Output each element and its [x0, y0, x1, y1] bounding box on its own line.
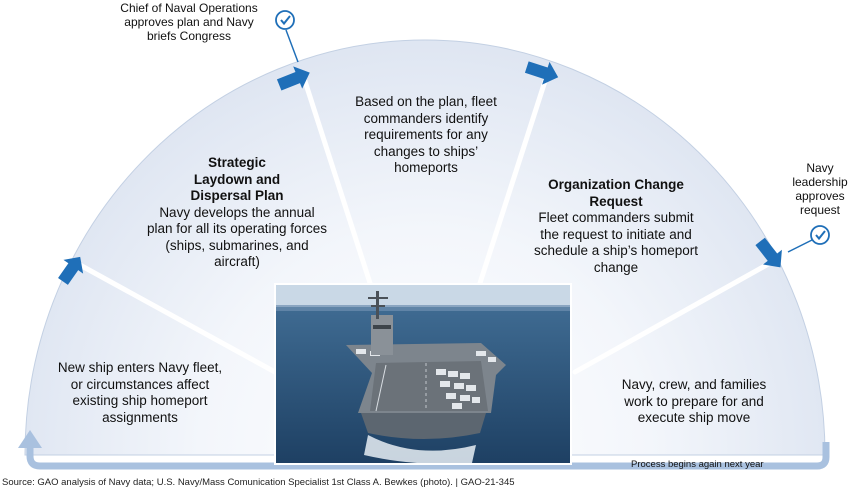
check-circle-icon — [810, 225, 830, 245]
strategic-laydown-title: Strategic Laydown and Dispersal Plan — [190, 155, 284, 203]
return-arrow-icon — [18, 430, 830, 470]
chevron-arrow-icon — [58, 256, 84, 285]
cycle-semicircle — [24, 39, 826, 456]
check-circle-icon — [275, 10, 295, 30]
strategic-laydown-block: Strategic Laydown and Dispersal Plan Nav… — [146, 155, 328, 271]
org-change-body: Fleet commanders submit the request to i… — [533, 210, 699, 275]
chevron-arrow-icon — [276, 66, 310, 91]
execute-move-text: Navy, crew, and families work to prepare… — [621, 377, 767, 425]
org-change-title: Organization Change Request — [548, 177, 684, 209]
navy-leadership-callout: Navy leadership approves request — [792, 161, 848, 217]
chevron-arrow-icon — [524, 61, 559, 85]
cno-leader-line — [285, 29, 299, 63]
chevron-arrow-icon — [755, 237, 782, 268]
new-ship-text: New ship enters Navy fleet, or circumsta… — [57, 360, 223, 425]
strategic-laydown-body: Navy develops the annual plan for all it… — [146, 204, 328, 270]
leadership-leader-line — [787, 239, 813, 253]
aircraft-carrier-photo — [274, 283, 572, 465]
source-note: Source: GAO analysis of Navy data; U.S. … — [2, 477, 515, 488]
process-repeat-note: Process begins again next year — [631, 459, 764, 470]
cno-approval-callout: Chief of Naval Operations approves plan … — [120, 1, 258, 43]
segment-dividers — [77, 72, 775, 375]
fleet-requirements-text: Based on the plan, fleet commanders iden… — [355, 94, 497, 175]
org-change-block: Organization Change Request Fleet comman… — [532, 177, 700, 276]
